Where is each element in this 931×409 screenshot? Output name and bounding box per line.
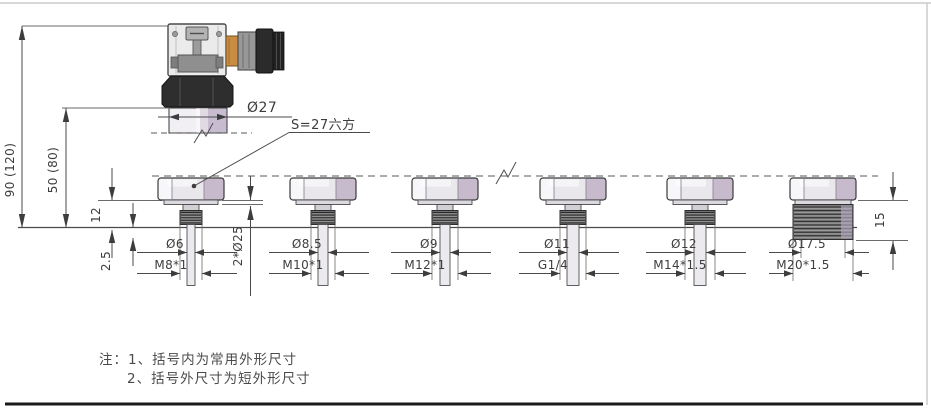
variant-thread-label: M20*1.5 — [776, 258, 830, 272]
leader-dot-icon — [191, 183, 197, 189]
housing-screw-icon — [216, 31, 222, 37]
cable-gland-insert — [225, 35, 239, 67]
variant-dia-label: Ø11 — [544, 237, 570, 251]
probe-tube — [439, 224, 451, 286]
dimension-thread-length-right: 15 — [856, 172, 908, 270]
dim-label-body-dia: Ø27 — [247, 100, 277, 116]
dimension-height-total: 90 (120) — [3, 25, 168, 228]
variant-dia-label: Ø17.5 — [788, 237, 826, 251]
dim-label-stem-length: 12 — [89, 207, 103, 223]
note-line-1: 注：1、括号内为常用外形尺寸 — [99, 352, 297, 368]
dimension-body-dia: Ø27 — [158, 100, 292, 121]
dim-label-flange-dia: 2*Ø25 — [231, 226, 245, 266]
probe-tube — [566, 224, 580, 286]
dimension-flange-dia: 2*Ø25 — [222, 176, 263, 296]
sensor-body-left — [169, 108, 200, 133]
probe-tube — [693, 224, 707, 286]
variant-thread-label: M10*1 — [282, 258, 323, 272]
dim-label-protrusion: 2.5 — [99, 251, 113, 271]
flange — [163, 199, 219, 205]
hex-size-callout: S=27六方 — [191, 117, 370, 189]
flange — [672, 199, 728, 205]
housing-screw-icon — [172, 31, 178, 37]
variant-thread-label: M14*1.5 — [653, 258, 707, 272]
gland-knurled-nut — [255, 28, 274, 74]
dimension-protrusion: 2.5 — [99, 203, 137, 271]
coupling-hex-nut — [161, 75, 234, 108]
probe-tube — [186, 224, 196, 286]
variant-thread-label: M12*1 — [404, 258, 445, 272]
variant-dia-label: Ø6 — [166, 237, 184, 251]
sensor-body-outline — [168, 107, 228, 134]
flange — [295, 199, 351, 205]
variant-dia-label: Ø9 — [420, 237, 438, 251]
variant-thread-label: M8*1 — [154, 258, 187, 272]
note-line-2: 2、括号外尺寸为短外形尺寸 — [127, 371, 311, 387]
flange — [417, 199, 473, 205]
connector-assembly — [151, 23, 285, 144]
dimension-stem-length: 12 — [89, 168, 116, 258]
sensor-body-right — [200, 108, 227, 133]
dimension-height-short: 50 (80) — [46, 107, 170, 228]
thread-variants-row: Ø6M8*1Ø8.5M10*1Ø9M12*1Ø11G1/4Ø12M14*1.5Ø… — [137, 177, 869, 286]
dim-label-height-total: 90 (120) — [3, 143, 17, 198]
variant-thread-label: G1/4 — [538, 258, 568, 272]
break-mark-icon — [495, 161, 517, 185]
break-mark-icon — [193, 122, 214, 144]
flange — [545, 199, 601, 205]
variant-dia-label: Ø8.5 — [292, 237, 322, 251]
flange — [794, 199, 852, 205]
probe-tube — [317, 224, 329, 286]
gland-ring — [237, 31, 257, 71]
hex-size-label: S=27六方 — [291, 117, 356, 133]
variant-dia-label: Ø12 — [671, 237, 697, 251]
center-screw-shaft — [192, 39, 202, 56]
dim-label-height-short: 50 (80) — [46, 147, 60, 194]
terminal-block — [177, 54, 219, 73]
dim-label-thread-length-right: 15 — [873, 212, 887, 228]
